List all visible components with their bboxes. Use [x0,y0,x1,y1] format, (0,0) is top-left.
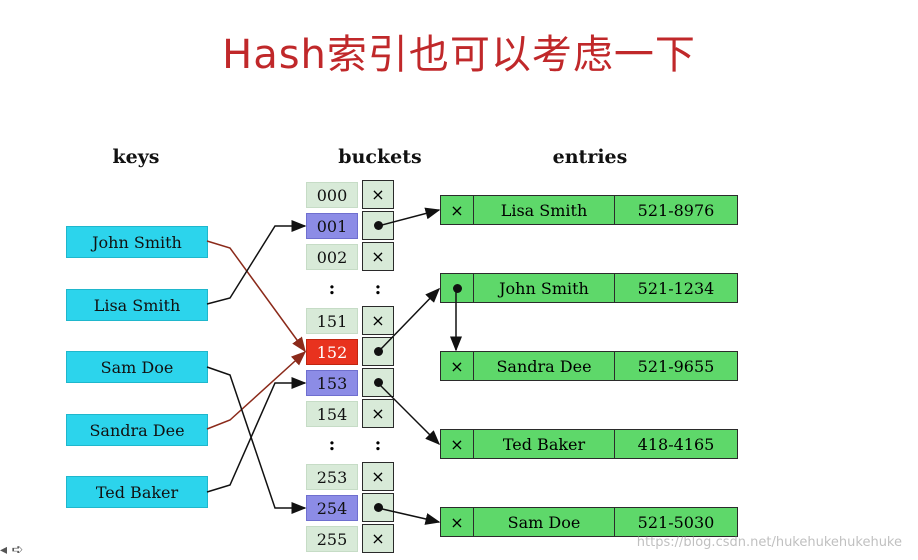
entry-phone: 418-4165 [637,434,715,454]
entry-phone: 521-1234 [637,278,715,298]
key-sandra-dee: Sandra Dee [66,414,208,446]
keys-header: keys [112,146,160,168]
pointer-153-ted [377,382,441,446]
hash-line-sandra-dee [206,350,307,430]
bucket-ellipsis-1: : [328,278,336,299]
slot-ellipsis-2: : [374,434,382,455]
slot-ellipsis-1: : [374,278,382,299]
slot-002: × [362,242,394,271]
pointer-dot [373,503,383,512]
entry-name: Lisa Smith [474,196,615,224]
entry-sandra-dee: × Sandra Dee 521-9655 [440,351,738,381]
key-john-smith: John Smith [66,226,208,258]
bucket-153: 153 [306,370,358,396]
bucket-154: 154 [306,401,358,427]
entry-ted-baker: × Ted Baker 418-4165 [440,429,738,459]
entry-lisa-smith: × Lisa Smith 521-8976 [440,195,738,225]
bucket-000: 000 [306,182,358,208]
bucket-152: 152 [306,339,358,365]
entry-phone: 521-9655 [637,356,715,376]
slide-nav-arrows[interactable]: ◂ ➪ [0,542,24,558]
key-lisa-smith: Lisa Smith [66,289,208,321]
entry-name: John Smith [474,274,615,302]
hash-line-lisa-smith [206,220,307,305]
pointer-152-john [377,287,441,353]
bucket-151: 151 [306,308,358,334]
bucket-255: 255 [306,526,358,552]
bucket-253: 253 [306,464,358,490]
hash-line-ted-baker [206,377,307,493]
slot-253: × [362,462,394,491]
entry-phone: 521-8976 [637,200,715,220]
entry-next-slot: × [441,352,474,380]
pointer-dot [373,378,383,387]
slot-255: × [362,524,394,553]
entry-next-slot: × [441,196,474,224]
entry-next-slot: × [441,508,474,536]
bucket-ellipsis-2: : [328,434,336,455]
hash-line-john-smith [206,240,306,353]
slot-254 [362,493,394,522]
watermark: https://blog.csdn.net/hukehukehukehuke [636,535,902,550]
slot-151: × [362,306,394,335]
entry-name: Sam Doe [474,508,615,536]
entries-header: entries [552,146,628,168]
slot-154: × [362,399,394,428]
entry-next-slot [441,274,474,302]
page-title: Hash索引也可以考虑一下 [222,32,696,78]
bucket-254: 254 [306,495,358,521]
pointer-dot [452,283,462,293]
key-ted-baker: Ted Baker [66,476,208,508]
bucket-002: 002 [306,244,358,270]
key-sam-doe: Sam Doe [66,351,208,383]
slot-000: × [362,180,394,209]
bucket-001: 001 [306,213,358,239]
entry-name: Sandra Dee [474,352,615,380]
entry-john-smith: John Smith 521-1234 [440,273,738,303]
buckets-header: buckets [338,146,422,168]
entry-name: Ted Baker [474,430,615,458]
entry-sam-doe: × Sam Doe 521-5030 [440,507,738,537]
pointer-001-lisa [377,207,441,227]
pointer-254-sam [377,507,441,525]
hash-line-sam-doe [206,366,307,514]
slot-153 [362,368,394,397]
entry-next-slot: × [441,430,474,458]
entry-phone: 521-5030 [637,512,715,532]
